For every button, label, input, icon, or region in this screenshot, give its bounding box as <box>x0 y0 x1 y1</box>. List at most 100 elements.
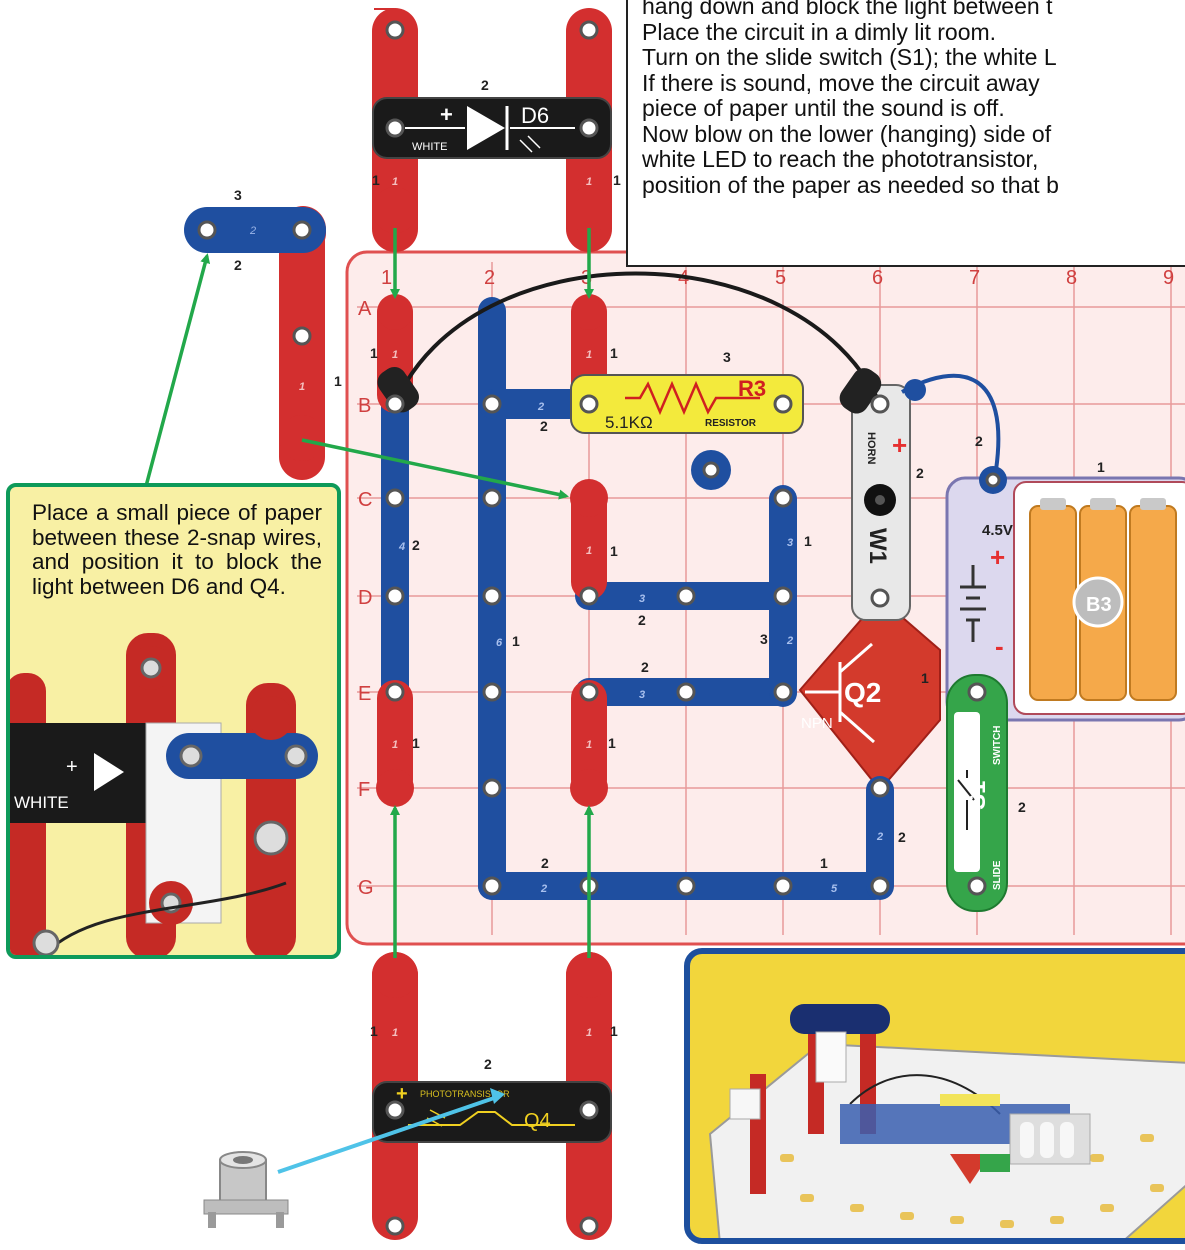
a1-num: 1 <box>392 349 398 361</box>
c3-num: 1 <box>586 545 592 557</box>
e1-num: 1 <box>392 739 398 751</box>
blue-jumper-end-top <box>904 379 926 401</box>
b1-lvl: 2 <box>412 537 420 553</box>
a3-num: 1 <box>586 349 592 361</box>
instruction-line: Place the circuit in a dimly lit room. <box>642 20 1185 46</box>
w1-plus: + <box>892 430 907 460</box>
b2-top-lvl: 2 <box>540 418 548 434</box>
phototransistor-part-image <box>204 1152 288 1228</box>
col-label-7: 7 <box>969 267 980 289</box>
instruction-line: Turn on the slide switch (S1); the white… <box>642 45 1185 71</box>
w1-label: W1 <box>864 528 891 564</box>
g-left-num: 2 <box>540 883 547 895</box>
loose-red-num: 1 <box>299 381 305 393</box>
b3-label: B3 <box>1086 594 1112 616</box>
e-horiz-lvl: 2 <box>641 659 649 675</box>
d5-lvl: 3 <box>760 631 768 647</box>
col-label-9: 9 <box>1163 267 1174 289</box>
r3-name: RESISTOR <box>705 418 757 429</box>
e1-lvl: 1 <box>412 735 420 751</box>
q4-label: Q4 <box>524 1110 551 1132</box>
row-label-b: B <box>358 395 371 417</box>
top-right-num: 1 <box>586 176 592 188</box>
top-left-num: 1 <box>392 176 398 188</box>
bot-right-lvl: 1 <box>610 1023 618 1039</box>
r3-label: R3 <box>738 376 766 401</box>
f6-lvl: 2 <box>898 829 906 845</box>
col-label-6: 6 <box>872 267 883 289</box>
loose-blue-bottom-level: 2 <box>234 257 242 273</box>
q2-level: 1 <box>921 670 929 686</box>
e-horiz-num: 3 <box>639 689 645 701</box>
b1-num: 4 <box>398 541 405 553</box>
col-label-8: 8 <box>1066 267 1077 289</box>
col-label-2: 2 <box>484 267 495 289</box>
q2-label: Q2 <box>844 677 881 708</box>
d6-plus: + <box>440 102 453 127</box>
b3-level: 1 <box>1097 459 1105 475</box>
bot-right-num: 1 <box>586 1027 592 1039</box>
col-label-5: 5 <box>775 267 786 289</box>
e3-num: 1 <box>586 739 592 751</box>
loose-blue-level: 3 <box>234 187 242 203</box>
row-label-d: D <box>358 587 372 609</box>
s1-level: 2 <box>1018 799 1026 815</box>
q2-type: NPN <box>801 715 833 732</box>
d6-level: 2 <box>481 77 489 93</box>
b3-minus: - <box>995 631 1004 661</box>
s1-name: SLIDE <box>992 860 1003 890</box>
callout-note: WHITE + Place a small piece of paper bet… <box>6 483 341 959</box>
c5-lvl: 1 <box>804 533 812 549</box>
inset-led-plus: + <box>66 756 78 778</box>
b2-long-lvl: 1 <box>512 633 520 649</box>
instruction-line: piece of paper until the sound is off. <box>642 96 1185 122</box>
col-label-1: 1 <box>381 267 392 289</box>
c5-num: 3 <box>787 537 793 549</box>
f6-num: 2 <box>876 831 883 843</box>
d-horiz-num: 3 <box>639 593 645 605</box>
instruction-line: position of the paper as needed so that … <box>642 173 1185 199</box>
loose-blue-num: 2 <box>249 225 256 237</box>
callout-text: Place a small piece of paper between the… <box>32 501 322 599</box>
instruction-line: If there is sound, move the circuit away <box>642 71 1185 97</box>
d6-color-text: WHITE <box>412 141 447 153</box>
bot-left-num: 1 <box>392 1027 398 1039</box>
q4-level: 2 <box>484 1056 492 1072</box>
assembled-photo <box>684 948 1185 1244</box>
g-left-lvl: 2 <box>541 855 549 871</box>
d-horiz-lvl: 2 <box>638 612 646 628</box>
row-label-a: A <box>358 298 372 320</box>
w1-level: 2 <box>916 465 924 481</box>
b2-long-num: 6 <box>496 637 503 649</box>
row-label-e: E <box>358 683 371 705</box>
row-label-f: F <box>358 779 370 801</box>
row-label-c: C <box>358 489 372 511</box>
a3-lvl: 1 <box>610 345 618 361</box>
bot-left-lvl: 1 <box>370 1023 378 1039</box>
g-right-lvl: 1 <box>820 855 828 871</box>
w1-name: HORN <box>865 432 877 464</box>
b3-plus: + <box>990 542 1005 572</box>
assembled-photo-drawing <box>690 954 1185 1244</box>
d5-num: 2 <box>786 635 793 647</box>
jumper-level: 2 <box>975 433 983 449</box>
inset-led-label: WHITE <box>14 793 69 812</box>
a1-lvl: 1 <box>370 345 378 361</box>
b3-voltage: 4.5V <box>982 522 1013 539</box>
top-right-lvl: 1 <box>613 172 621 188</box>
top-left-lvl: 1 <box>372 172 380 188</box>
s1-label: S1 <box>964 781 991 810</box>
instruction-line: white LED to reach the phototransistor, <box>642 147 1185 173</box>
c3-lvl: 1 <box>610 543 618 559</box>
loose-red-level: 1 <box>334 373 342 389</box>
e3-lvl: 1 <box>608 735 616 751</box>
r3-value: 5.1KΩ <box>605 413 653 432</box>
row-label-g: G <box>358 877 374 899</box>
r3-level: 3 <box>723 349 731 365</box>
g-right-num: 5 <box>831 883 838 895</box>
instruction-line: hang down and block the light between t <box>642 0 1185 20</box>
d6-label: D6 <box>521 103 549 128</box>
s1-switch-text: SWITCH <box>992 726 1003 765</box>
b2-top-num: 2 <box>537 401 544 413</box>
instruction-line: Now blow on the lower (hanging) side of <box>642 122 1185 148</box>
